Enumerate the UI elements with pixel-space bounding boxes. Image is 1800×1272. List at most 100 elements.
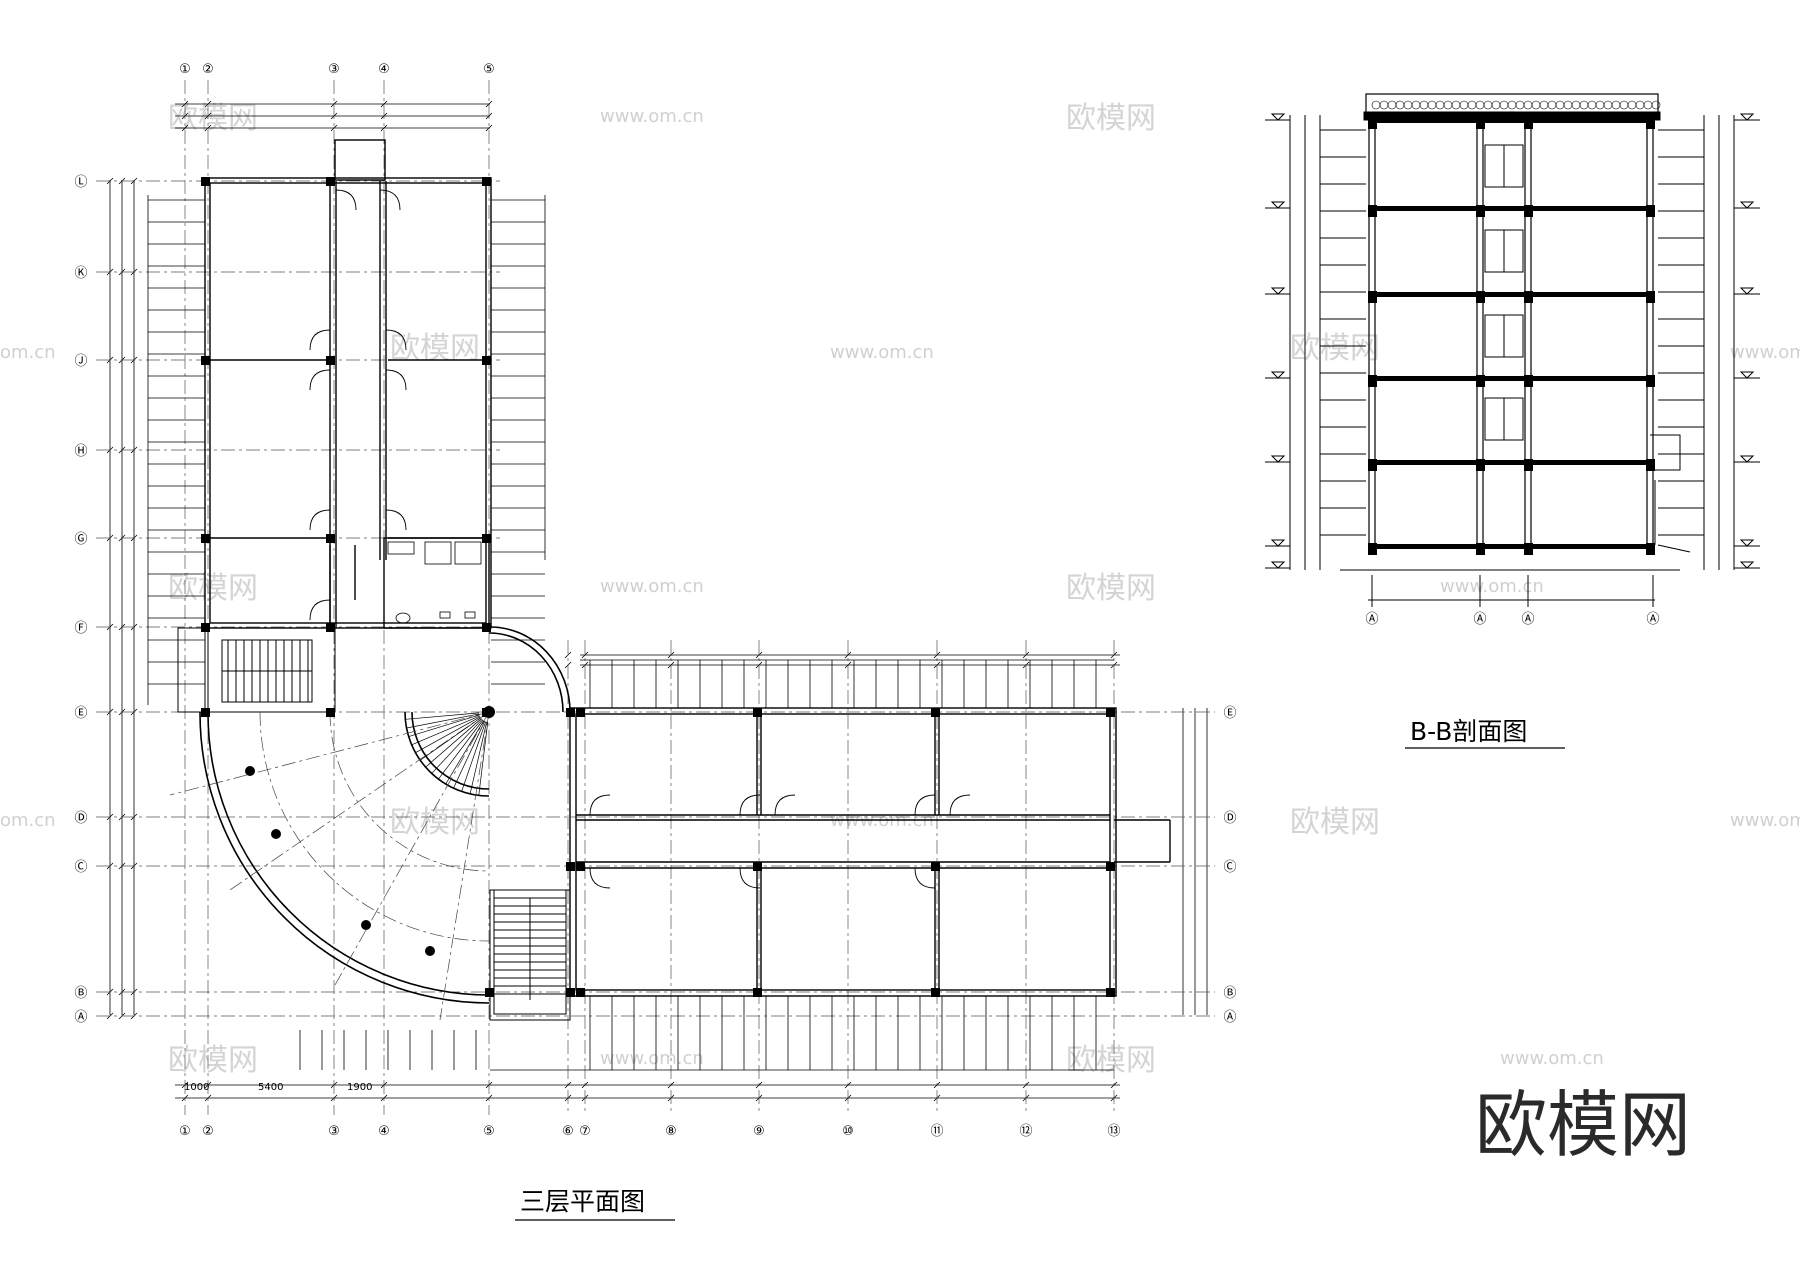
- plan-axis-bottom-4: ④: [378, 1124, 390, 1139]
- plan-dimension-1900: 1900: [347, 1082, 372, 1093]
- plan-axis-left-4-label: Ⓖ: [74, 532, 87, 547]
- watermark-brand: 欧模网: [168, 571, 258, 606]
- watermark-brand: 欧模网: [1066, 101, 1156, 136]
- plan-axis-bottom-4-label: ④: [378, 1124, 390, 1139]
- section-floors-walls: [1265, 113, 1760, 601]
- plan-dimension-5400: 5400: [258, 1082, 283, 1093]
- plan-axis-bottom-8-label: ⑧: [665, 1124, 677, 1139]
- plan-axis-left-3: Ⓗ: [74, 444, 87, 459]
- brand-logo: 欧模网: [1475, 1083, 1691, 1167]
- plan-row-axes-left: Ⓛ Ⓚ Ⓙ Ⓗ Ⓖ Ⓕ Ⓔ Ⓓ Ⓒ Ⓑ Ⓐ: [74, 175, 87, 1025]
- plan-axis-bottom-8: ⑧: [665, 1124, 677, 1139]
- stair-north: [177, 627, 336, 713]
- section-title: B-B剖面图: [1410, 717, 1527, 746]
- plan-axis-left-8: Ⓒ: [74, 860, 87, 875]
- plan-grid-lines: [96, 80, 1215, 1115]
- section-axis-1-label: Ⓐ: [1365, 612, 1378, 627]
- plan-axis-left-3-label: Ⓗ: [74, 444, 87, 459]
- plan-axis-left-10: Ⓐ: [74, 1010, 87, 1025]
- plan-axis-right-1-label: Ⓓ: [1223, 811, 1236, 826]
- plan-axis-left-0-label: Ⓛ: [74, 175, 87, 190]
- plan-axis-bottom-11: ⑪: [930, 1124, 943, 1139]
- watermark-url-fragment: om.cn: [0, 810, 56, 831]
- curved-corner-walls: [199, 626, 571, 1004]
- plan-row-axes-right: Ⓔ Ⓓ Ⓒ Ⓑ Ⓐ: [1223, 706, 1236, 1025]
- plan-axis-left-2-label: Ⓙ: [74, 354, 87, 369]
- curved-stair-steps: [405, 712, 489, 796]
- plan-axis-right-4-label: Ⓐ: [1223, 1010, 1236, 1025]
- watermark-url: www.om.cn: [1500, 1048, 1604, 1069]
- watermark-url-fragment: om.cn: [0, 342, 56, 363]
- watermark-brand: 欧模网: [1066, 571, 1156, 606]
- plan-axis-bottom-13-label: ⑬: [1107, 1124, 1120, 1139]
- plan-axis-top-4: ④: [378, 62, 390, 77]
- plan-axis-left-5: Ⓕ: [74, 621, 87, 636]
- plan-axis-bottom-1: ①: [179, 1124, 191, 1139]
- curved-corner-columns: [245, 766, 435, 956]
- plan-axis-right-3-label: Ⓑ: [1223, 986, 1236, 1001]
- plan-axis-bottom-10: ⑩: [842, 1124, 854, 1139]
- plan-axis-bottom-12-label: ⑫: [1019, 1124, 1032, 1139]
- plan-axis-left-9: Ⓑ: [74, 986, 87, 1001]
- watermark-layer: 欧模网 www.om.cn 欧模网 om.cn 欧模网 www.om.cn 欧模…: [0, 101, 1800, 1078]
- watermark-brand: 欧模网: [1290, 331, 1380, 366]
- plan-axis-bottom-2-label: ②: [202, 1124, 214, 1139]
- section-axis-3-label: Ⓐ: [1521, 612, 1534, 627]
- plan-axis-bottom-9-label: ⑨: [753, 1124, 765, 1139]
- plan-axis-left-6-label: Ⓔ: [74, 706, 87, 721]
- plan-axis-left-6: Ⓔ: [74, 706, 87, 721]
- plan-axis-left-0: Ⓛ: [74, 175, 87, 190]
- plan-axis-right-4: Ⓐ: [1223, 1010, 1236, 1025]
- plan-axis-left-8-label: Ⓒ: [74, 860, 87, 875]
- plan-axis-bottom-6: ⑥: [562, 1124, 574, 1139]
- plan-dimension-ticks: [106, 100, 1118, 1102]
- east-wing-overhang-ribs: [147, 195, 1114, 1071]
- watermark-brand: 欧模网: [390, 331, 480, 366]
- section-axis-4-label: Ⓐ: [1646, 612, 1659, 627]
- plan-axis-right-1: Ⓓ: [1223, 811, 1236, 826]
- plan-dimension-1000: 1000: [184, 1082, 209, 1093]
- watermark-url: www.om.cn: [830, 342, 934, 363]
- watermark-brand: 欧模网: [1290, 805, 1380, 840]
- watermark-url: www.om.cn: [600, 576, 704, 597]
- plan-axis-bottom-5: ⑤: [483, 1124, 495, 1139]
- restroom-fixtures: [387, 541, 482, 624]
- plan-axis-left-9-label: Ⓑ: [74, 986, 87, 1001]
- plan-axis-top-2-label: ②: [202, 62, 214, 77]
- east-wing-walls: [569, 707, 1171, 997]
- plan-axis-left-1-label: Ⓚ: [74, 266, 87, 281]
- north-wing-walls: [204, 139, 492, 629]
- plan-axis-left-2: Ⓙ: [74, 354, 87, 369]
- plan-axis-bottom-10-label: ⑩: [842, 1124, 854, 1139]
- plan-axis-bottom-3: ③: [328, 1124, 340, 1139]
- plan-columns: [201, 177, 1115, 997]
- watermark-brand: 欧模网: [168, 101, 258, 136]
- plan-axis-bottom-9: ⑨: [753, 1124, 765, 1139]
- north-wing-doors: [309, 189, 407, 621]
- plan-axis-top-4-label: ④: [378, 62, 390, 77]
- plan-axis-right-3: Ⓑ: [1223, 986, 1236, 1001]
- section-axis-2-label: Ⓐ: [1473, 612, 1486, 627]
- section-stair-canopy: [1650, 434, 1691, 553]
- watermark-url: www.om.cn: [600, 106, 704, 127]
- watermark-url: www.om.cn: [1440, 576, 1544, 597]
- plan-axis-bottom-12: ⑫: [1019, 1124, 1032, 1139]
- plan-axis-top-3: ③: [328, 62, 340, 77]
- plan-axis-left-10-label: Ⓐ: [74, 1010, 87, 1025]
- section-axis-1: Ⓐ: [1365, 612, 1378, 627]
- plan-axis-left-5-label: Ⓕ: [74, 621, 87, 636]
- plan-axis-bottom-7: ⑦: [579, 1124, 591, 1139]
- watermark-brand: 欧模网: [1066, 1043, 1156, 1078]
- plan-axis-left-7: Ⓓ: [74, 811, 87, 826]
- plan-axis-left-4: Ⓖ: [74, 532, 87, 547]
- curved-corner-radials: [169, 711, 490, 1021]
- plan-axis-bottom-2: ②: [202, 1124, 214, 1139]
- watermark-brand: 欧模网: [390, 805, 480, 840]
- plan-axis-right-0: Ⓔ: [1223, 706, 1236, 721]
- plan-axis-bottom-6-label: ⑥: [562, 1124, 574, 1139]
- plan-axis-right-2: Ⓒ: [1223, 860, 1236, 875]
- plan-axis-top-2: ②: [202, 62, 214, 77]
- plan-axis-left-1: Ⓚ: [74, 266, 87, 281]
